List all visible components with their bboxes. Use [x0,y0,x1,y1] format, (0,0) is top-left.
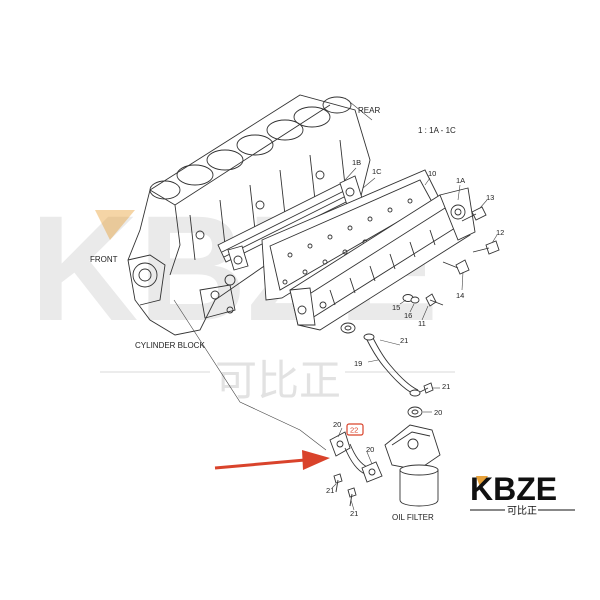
block-ribs [189,139,346,314]
label-oil-filter: OIL FILTER [392,513,434,522]
callout-16: 16 [404,311,412,320]
logo-chinese: 可比正 [507,505,537,517]
watermark-accent-icon [95,210,135,240]
label-range: 1 : 1A - 1C [418,126,456,135]
cylinder-block [127,94,371,336]
cylinder-bores [149,96,352,200]
oil-line-fitting [340,322,356,334]
label-rear: REAR [358,106,380,115]
callout-20-left: 20 [333,420,341,429]
callout-1c: 1C [372,167,382,176]
callout-11: 11 [418,319,426,328]
callout-20-filter: 20 [434,408,442,417]
callout-labels: REAR 1 : 1A - 1C FRONT CYLINDER BLOCK OI… [90,106,504,522]
pipe-bolt-and-gasket [407,382,434,418]
label-front: FRONT [90,255,118,264]
pipe-part-22 [329,431,383,483]
callout-14: 14 [456,291,464,300]
mounting-bolts [442,206,500,275]
oil-cooler-element [217,175,363,271]
callout-10: 10 [428,169,436,178]
callout-21-bottom: 21 [350,509,358,518]
callout-20-right: 20 [366,445,374,454]
callout-21-filter: 21 [442,382,450,391]
callout-21-pipe-top: 21 [400,336,408,345]
oil-cooler-cover [289,187,476,331]
callout-15: 15 [392,303,400,312]
leader-lines [173,97,498,511]
red-arrow-icon [214,450,330,470]
logo-accent-icon [476,476,488,487]
oil-pipe [363,333,421,397]
callout-1a: 1A [456,176,465,185]
callout-13: 13 [486,193,494,202]
callout-19: 19 [354,359,362,368]
callout-22: 22 [350,426,358,435]
label-cylinder-block: CYLINDER BLOCK [135,341,205,350]
washers-and-bolt [402,293,444,307]
pipe-22-bolts [333,473,357,507]
logo-brand: KBZE [470,471,557,507]
watermark-chinese: 可比正 [215,356,341,405]
callout-22-highlight [346,423,364,436]
brand-logo: KBZE 可比正 [470,471,575,517]
callout-1b: 1B [352,158,361,167]
oil-filter [384,424,441,507]
callout-21-left: 21 [326,486,334,495]
callout-12: 12 [496,228,504,237]
